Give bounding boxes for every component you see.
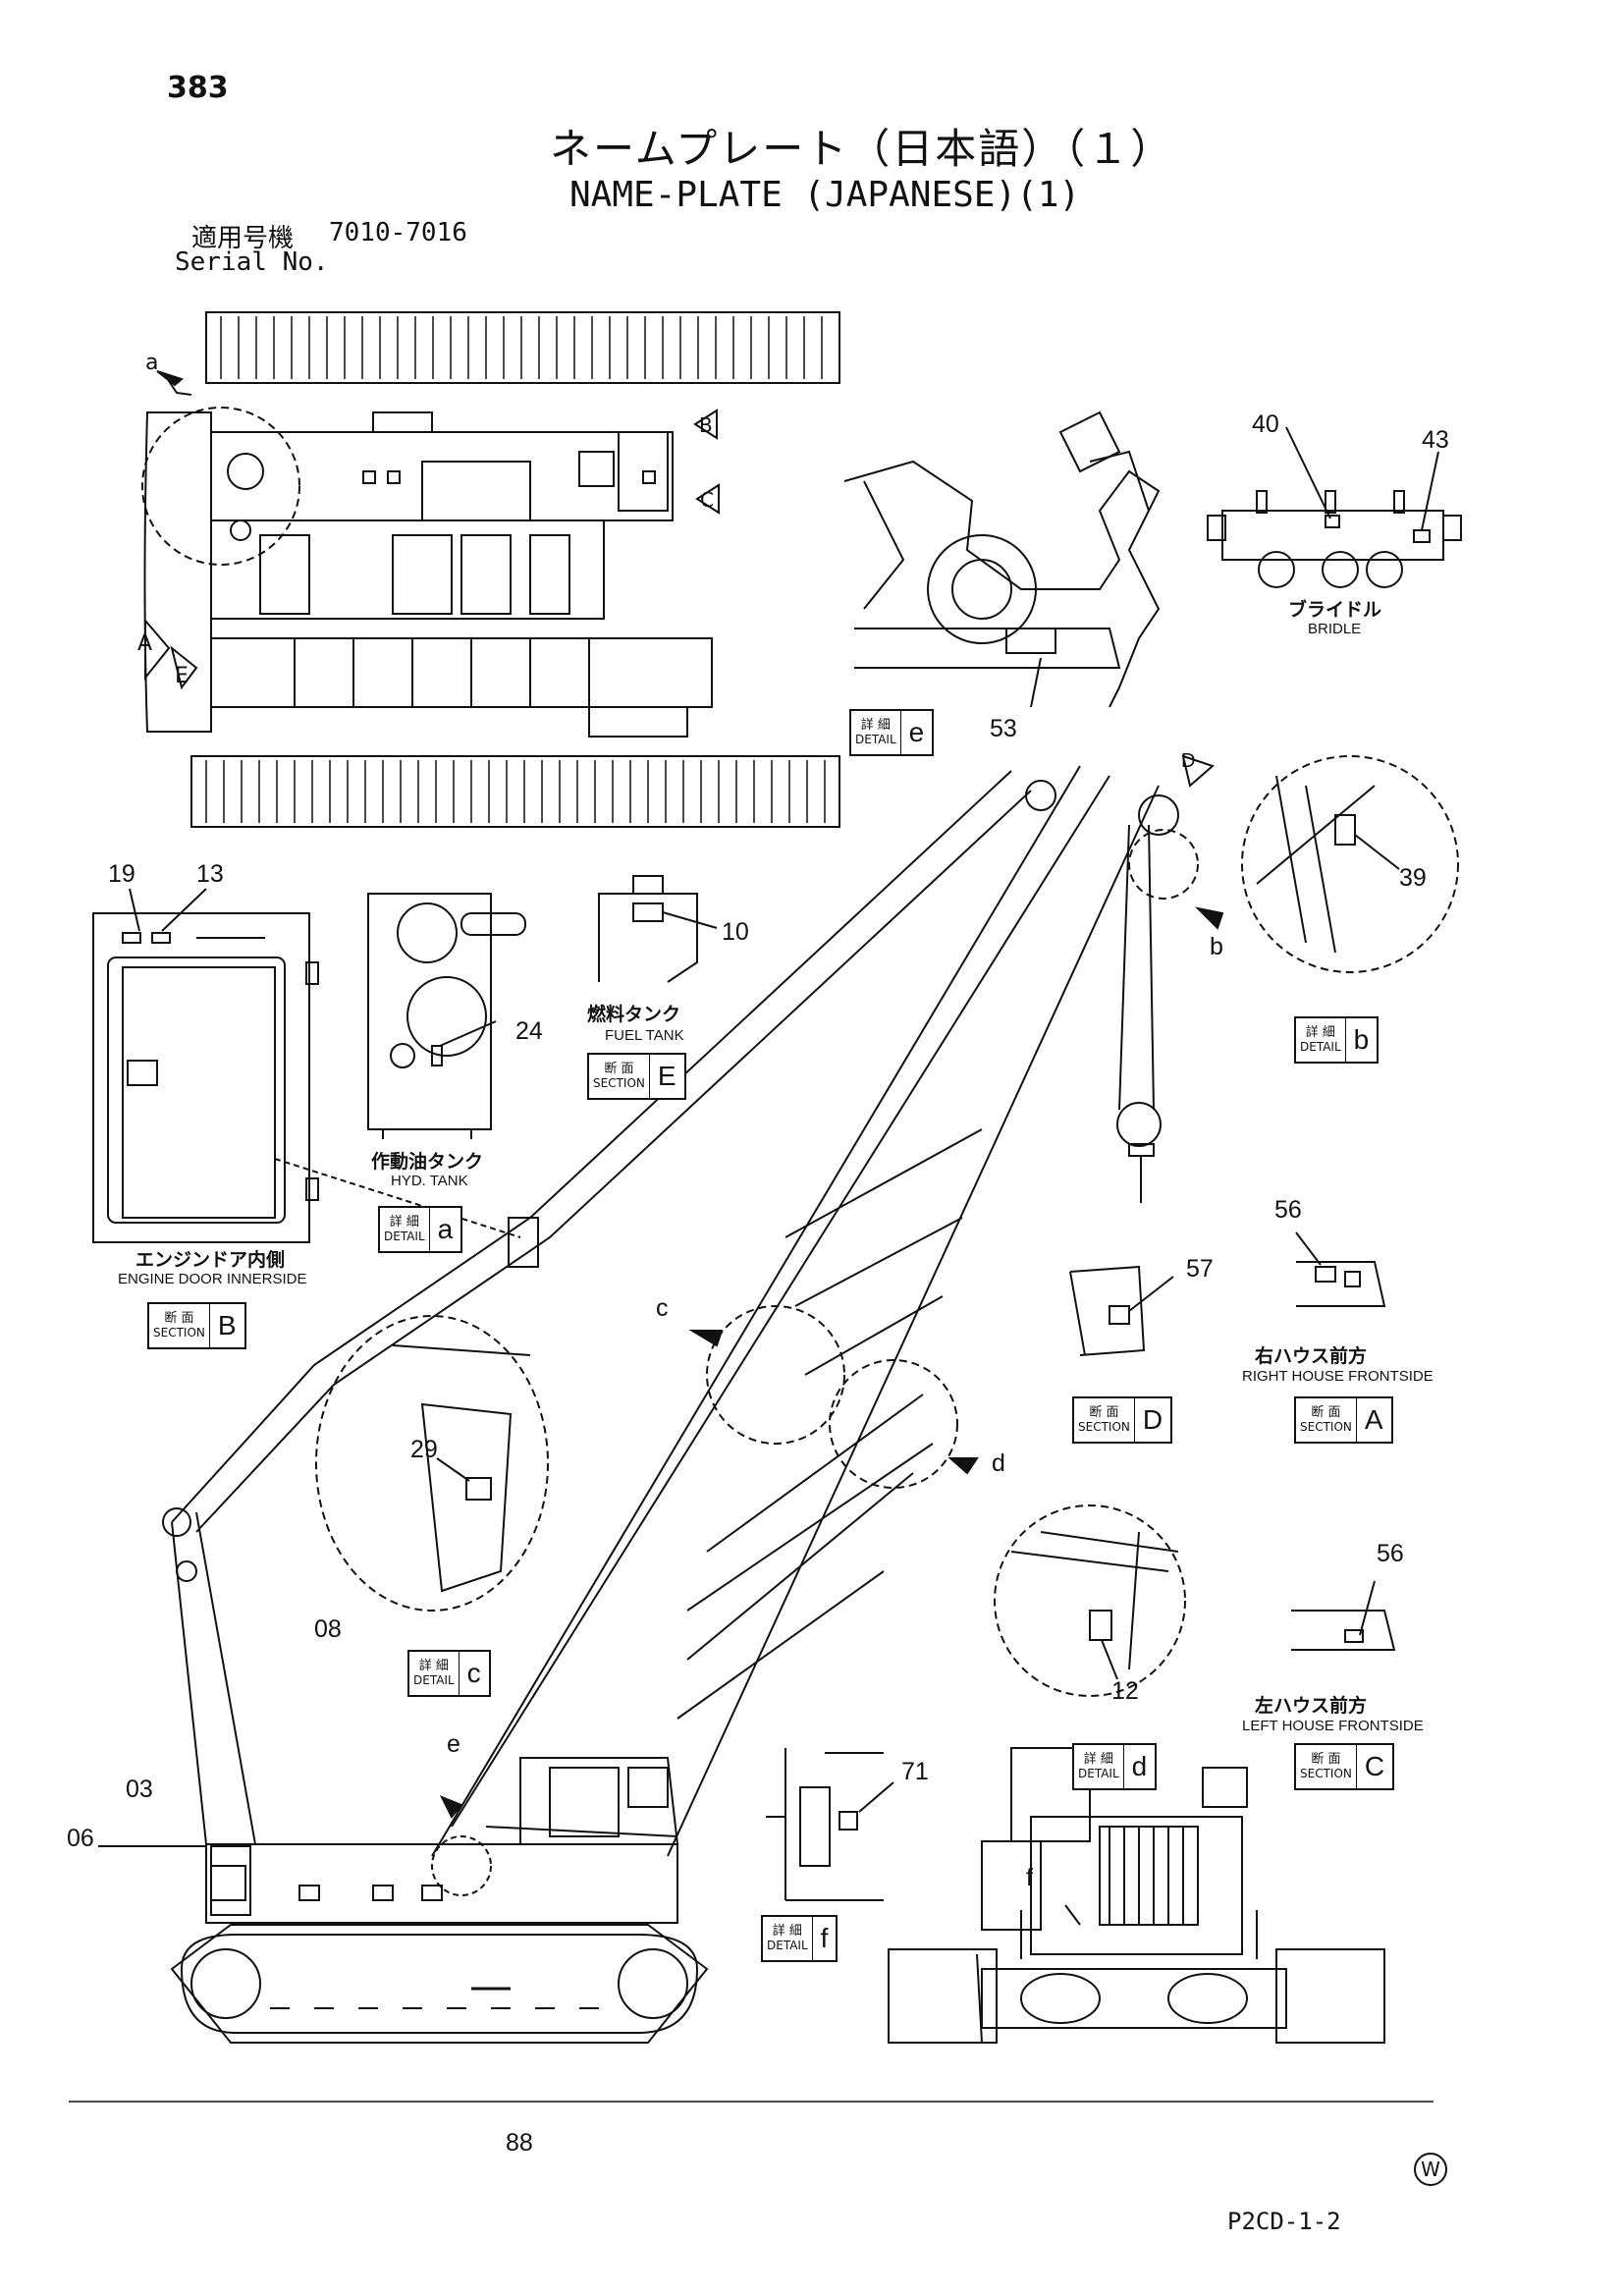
callout-06: 06 <box>67 1825 94 1852</box>
callout-57: 57 <box>1186 1255 1214 1283</box>
section-marker-b: B <box>699 413 713 437</box>
serial-label-english: Serial No. <box>175 247 329 277</box>
section-marker-a: A <box>137 631 152 656</box>
callout-71: 71 <box>901 1758 929 1785</box>
title-japanese: ネームプレート（日本語）（１） <box>550 125 1174 173</box>
caption-hyd-tank-jp: 作動油タンク <box>371 1151 484 1173</box>
right-house-drawing <box>1295 1231 1386 1307</box>
detail-e-drawing <box>843 410 1161 708</box>
left-house-drawing <box>1291 1580 1396 1651</box>
caption-engine-door-en: ENGINE DOOR INNERSIDE <box>118 1271 307 1287</box>
callout-88: 88 <box>506 2129 533 2157</box>
detail-marker-d: d <box>992 1449 1005 1477</box>
section-d-drawing <box>1069 1265 1174 1356</box>
detail-d-drawing <box>994 1504 1186 1697</box>
caption-right-house-jp: 右ハウス前方 <box>1255 1345 1368 1367</box>
section-marker-d: D <box>1181 750 1196 772</box>
top-view-marker-a: a <box>145 351 158 375</box>
callout-24: 12 <box>1111 1677 1139 1705</box>
callout-43: 43 <box>1422 426 1449 454</box>
caption-left-house-jp: 左ハウス前方 <box>1255 1695 1368 1717</box>
caption-engine-door-jp: エンジンドア内側 <box>135 1249 286 1271</box>
caption-left-house-en: LEFT HOUSE FRONTSIDE <box>1242 1718 1424 1734</box>
caption-bridle-jp: ブライドル <box>1288 599 1382 621</box>
bridle-drawing <box>1207 426 1462 588</box>
callout-29: 29 <box>410 1436 438 1463</box>
detail-marker-e: e <box>447 1730 460 1758</box>
detail-marker-c: c <box>656 1294 669 1322</box>
logo-mark: W <box>1414 2153 1447 2186</box>
detail-marker-b: b <box>1210 933 1223 960</box>
serial-range: 7010-7016 <box>329 218 467 247</box>
caption-hyd-tank-en: HYD. TANK <box>391 1173 468 1189</box>
caption-right-house-en: RIGHT HOUSE FRONTSIDE <box>1242 1368 1434 1385</box>
callout-08: 08 <box>314 1615 342 1643</box>
serial-label-japanese: 適用号機 <box>191 224 295 253</box>
callout-40: 40 <box>1252 410 1279 438</box>
detail-c-drawing <box>315 1315 549 1612</box>
callout-10: 10 <box>722 918 749 946</box>
callout-53: 53 <box>990 715 1017 742</box>
drawing-code: P2CD-1-2 <box>1227 2208 1341 2235</box>
detail-marker-f: f <box>1026 1864 1033 1891</box>
callout-19: 24 <box>515 1017 543 1045</box>
callout-56-left: 56 <box>1377 1540 1404 1567</box>
callout-12: 13 <box>196 860 224 888</box>
engine-door-drawing <box>92 888 319 1243</box>
fuel-tank-drawing <box>598 875 718 983</box>
section-marker-c: C <box>700 488 714 512</box>
hyd-tank-drawing <box>367 893 526 1139</box>
detail-f-drawing <box>766 1748 894 1901</box>
caption-bridle-en: BRIDLE <box>1308 621 1362 637</box>
title-english: NAME-PLATE (JAPANESE)(1) <box>569 175 1081 215</box>
callout-03: 03 <box>126 1776 153 1803</box>
caption-fuel-tank-jp: 燃料タンク <box>587 1004 681 1025</box>
callout-56-right: 56 <box>1274 1196 1302 1224</box>
page-number: 383 <box>167 71 229 105</box>
callout-13: 19 <box>108 860 135 888</box>
top-view-crawler <box>141 311 840 828</box>
crane-side-view <box>98 754 1224 2044</box>
caption-fuel-tank-en: FUEL TANK <box>605 1027 684 1044</box>
detail-b-drawing <box>1241 755 1459 973</box>
rear-view-crane <box>888 1747 1385 2044</box>
section-marker-e: E <box>175 664 189 688</box>
callout-39: 39 <box>1399 864 1427 892</box>
